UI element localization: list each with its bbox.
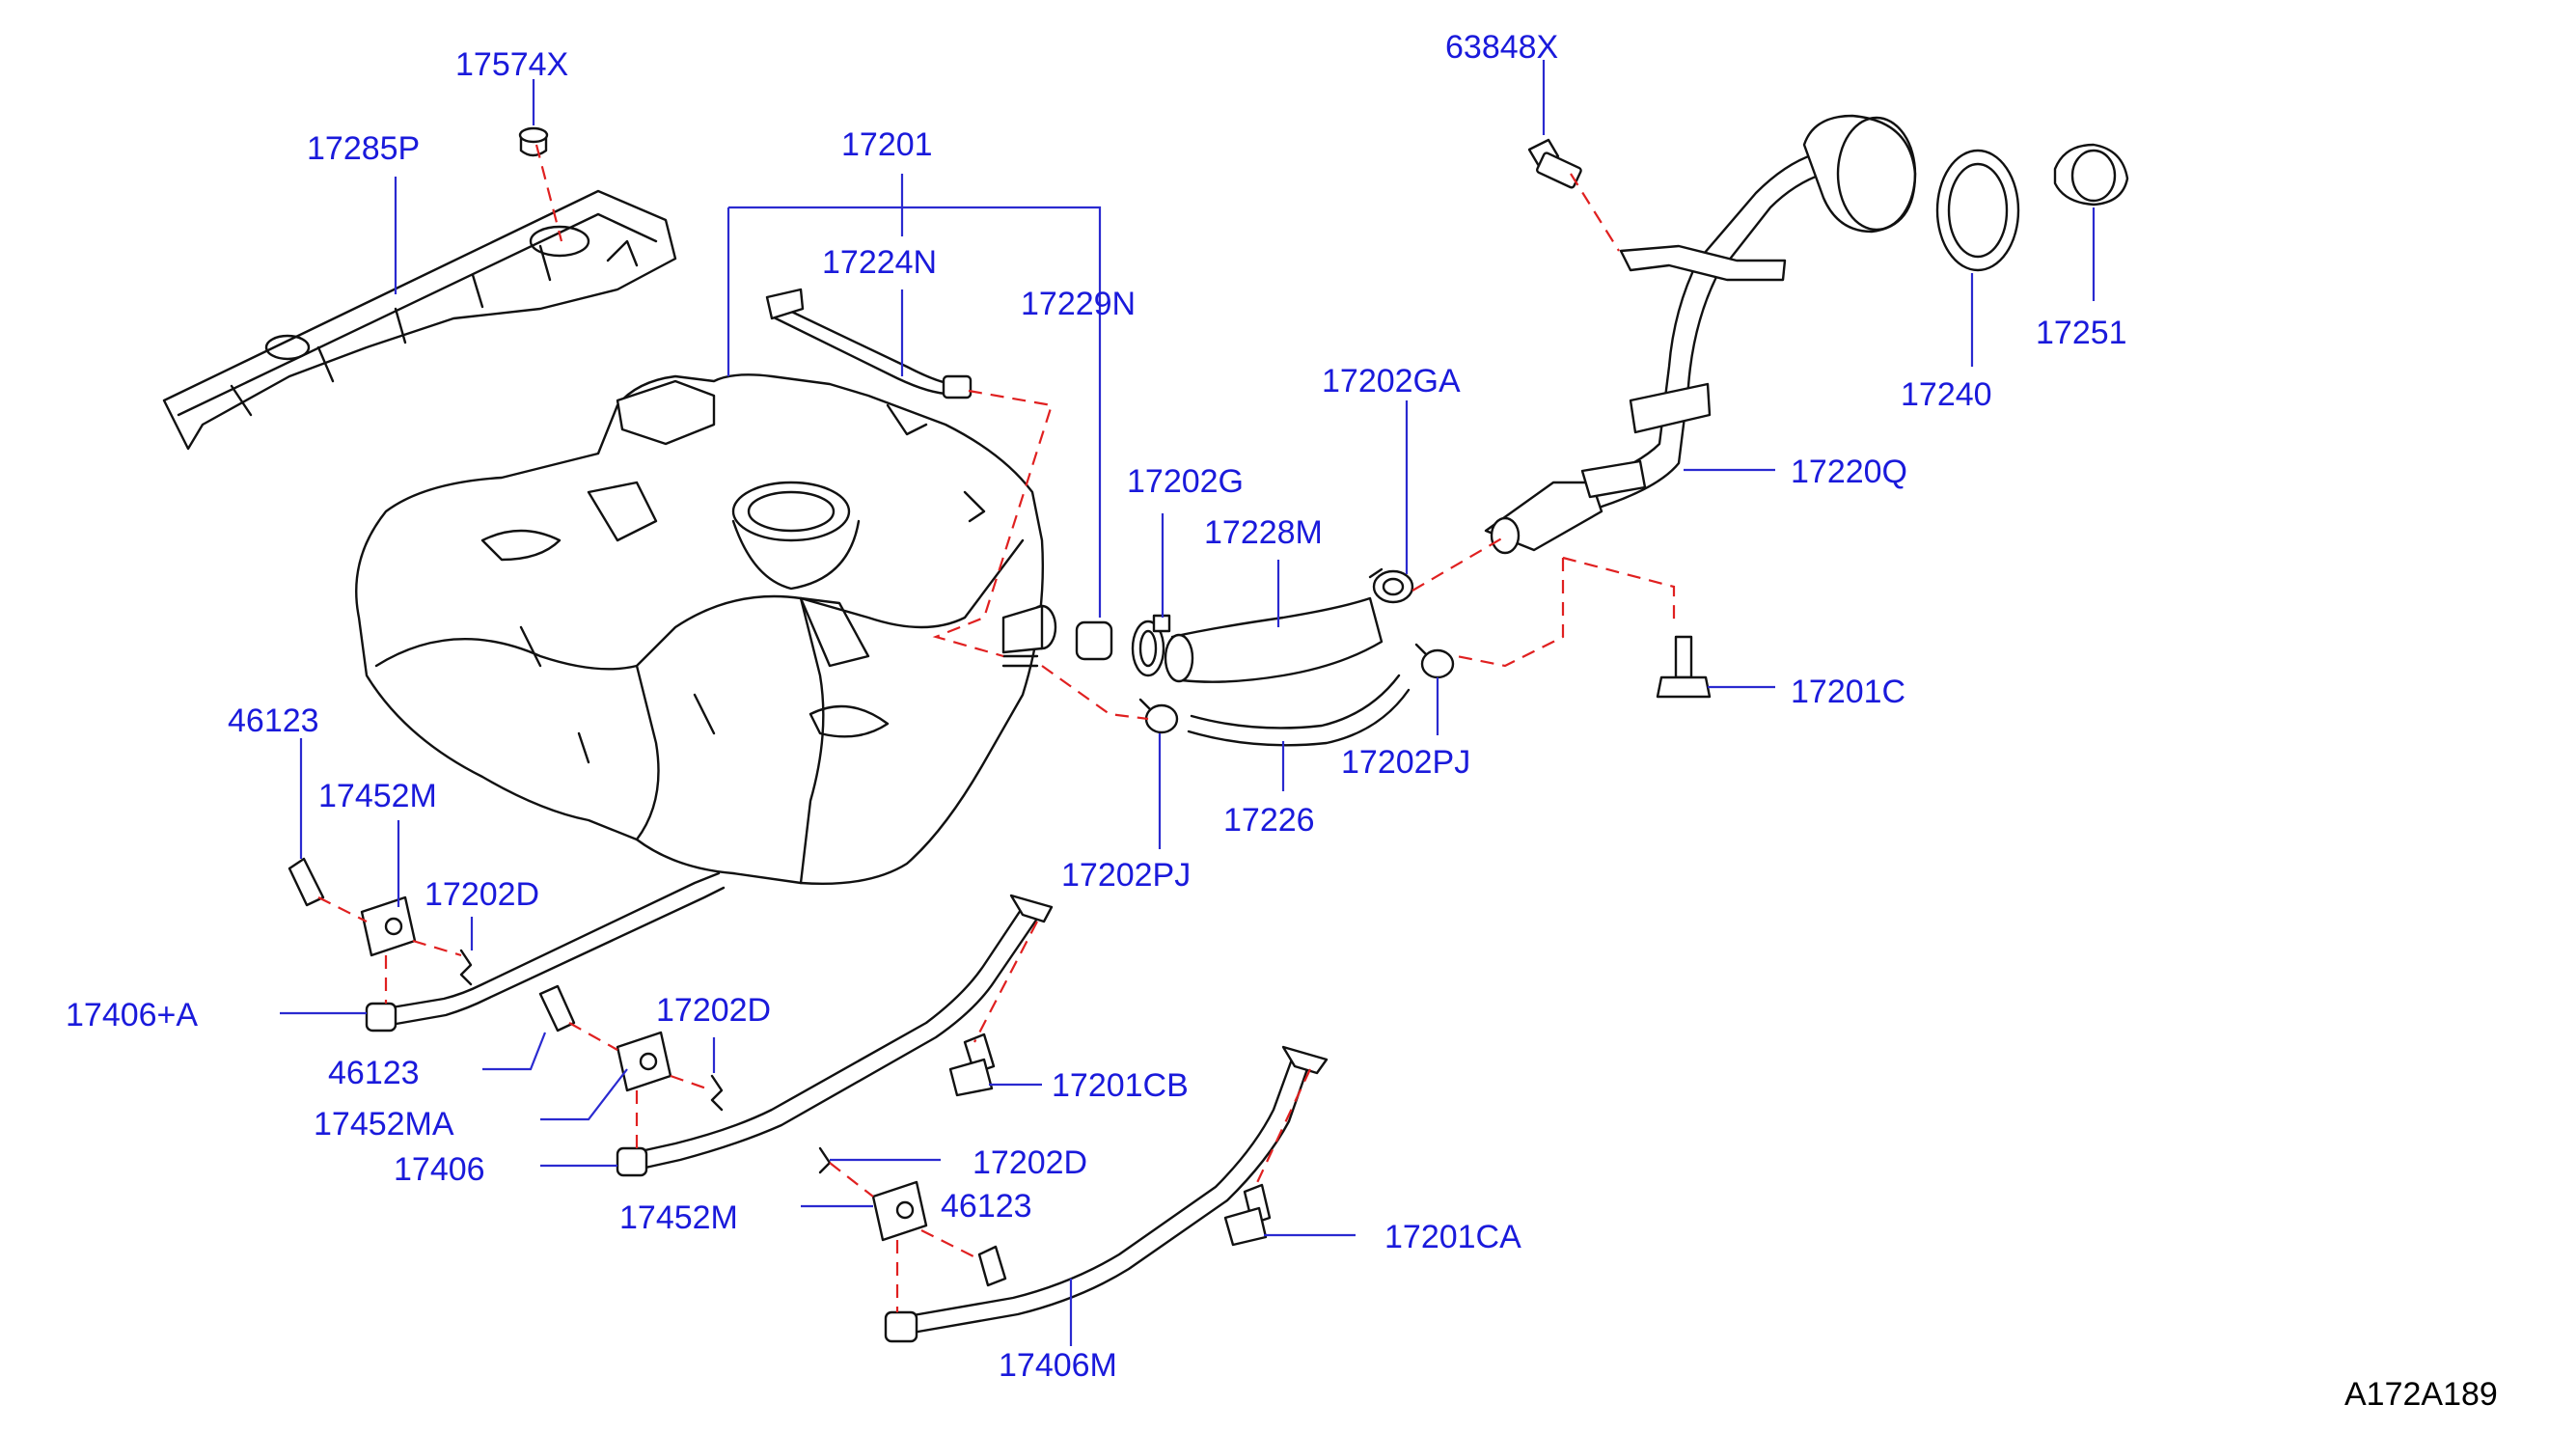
callout-17240: 17240 [1901, 376, 1992, 413]
callout-17224n: 17224N [822, 244, 938, 281]
callout-17220q: 17220Q [1791, 454, 1907, 490]
callout-63848x: 63848X [1445, 29, 1559, 66]
fuel-tank-part [355, 373, 1057, 886]
callout-17202pj: 17202PJ [1061, 857, 1192, 894]
diagram-code: A172A189 [2344, 1376, 2498, 1413]
vent-tube-part [765, 288, 973, 399]
bolt-17201cb-part [948, 1033, 996, 1097]
bolt-63848x-part [1527, 138, 1582, 189]
clamp-17202ga-part [1368, 567, 1414, 604]
callout-17251: 17251 [2036, 315, 2127, 351]
callout-17226: 17226 [1223, 802, 1315, 839]
dashed-connectors [317, 144, 1676, 1312]
callout-17452m: 17452M [619, 1199, 738, 1236]
bolt-17201ca-part [1223, 1183, 1272, 1247]
clamp-17202pj-part [1138, 643, 1455, 734]
callout-17406: 17406 [394, 1151, 485, 1188]
ring-17240-part [1935, 149, 2020, 272]
filler-tube-part [1484, 114, 1917, 555]
callout-46123: 46123 [328, 1055, 420, 1091]
bolt-17201c-part [1656, 635, 1712, 699]
callout-17202ga: 17202GA [1322, 363, 1461, 399]
clamp-17202g-part [1131, 614, 1171, 677]
cap-17251-part [2053, 143, 2129, 207]
short-tube-part [1075, 620, 1113, 661]
callout-17201cb: 17201CB [1052, 1067, 1189, 1104]
callout-17202g: 17202G [1127, 463, 1244, 500]
callout-17201ca: 17201CA [1384, 1219, 1521, 1255]
callout-17229n: 17229N [1021, 286, 1137, 322]
bolt-46123-part [288, 857, 1007, 1287]
callout-17202d: 17202D [425, 876, 540, 913]
callout-17201: 17201 [841, 126, 933, 163]
heat-insulator-part [162, 189, 677, 451]
callout-17228m: 17228M [1204, 514, 1323, 551]
tank-band-17406-a-part [360, 871, 726, 1033]
callout-17452m: 17452M [318, 778, 437, 814]
leader-lines [280, 60, 2096, 1346]
callout-17202d: 17202D [973, 1144, 1088, 1181]
callout-17406-a: 17406+A [66, 997, 199, 1033]
callout-46123: 46123 [941, 1188, 1032, 1225]
callout-17452ma: 17452MA [314, 1106, 454, 1143]
tank-band-17406-part [616, 894, 1054, 1177]
tank-band-17406m-part [871, 1045, 1329, 1343]
plug-part [518, 126, 549, 157]
callout-46123: 46123 [228, 702, 319, 739]
callout-17201c: 17201C [1791, 674, 1906, 710]
callout-17574x: 17574X [455, 46, 569, 83]
callout-17406m: 17406M [999, 1347, 1117, 1384]
filler-hose-part [1164, 596, 1384, 683]
callout-17202pj: 17202PJ [1341, 744, 1471, 781]
breather-hose-part [1187, 674, 1411, 747]
callout-17202d: 17202D [656, 992, 772, 1029]
callout-17285p: 17285P [307, 130, 421, 167]
